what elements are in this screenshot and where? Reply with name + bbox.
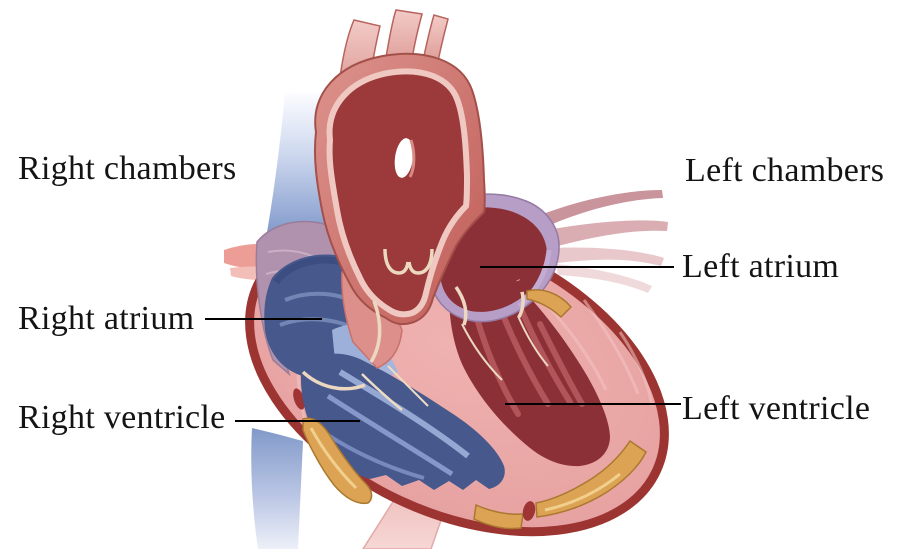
arch-window-edge [408,139,416,178]
fat-atrioventricular [526,289,573,319]
label-left-atrium: Left atrium [682,248,840,285]
coronary-vessel-notch-bottom [522,501,536,521]
epicardial-fat [302,289,647,530]
leader-line-left-atrium [480,266,674,268]
fat-bottom-band [473,503,524,530]
leader-line-left-ventricle [505,403,681,405]
coronary-sinus-knot [514,280,528,292]
aortic-valve-cusps [383,248,434,275]
label-left-chambers: Left chambers [685,152,885,189]
leader-line-right-atrium [205,318,322,320]
inferior-vena-cava [251,428,303,549]
fat-highlights [309,427,621,512]
label-right-atrium: Right atrium [18,300,195,337]
label-right-ventricle: Right ventricle [18,399,226,436]
right-atrium-shade [273,256,343,285]
arch-window [394,138,414,178]
label-right-chambers: Right chambers [18,150,237,187]
fat-left-crescent [302,417,373,505]
tricuspid-valve [301,300,382,391]
fat-right-crescent [535,439,647,518]
right-ventricle-chordae [361,365,429,411]
label-left-ventricle: Left ventricle [682,390,871,427]
coronary-artery-notch [293,388,305,410]
leader-line-right-ventricle [235,420,360,422]
left-pulmonary-veins [543,190,668,293]
